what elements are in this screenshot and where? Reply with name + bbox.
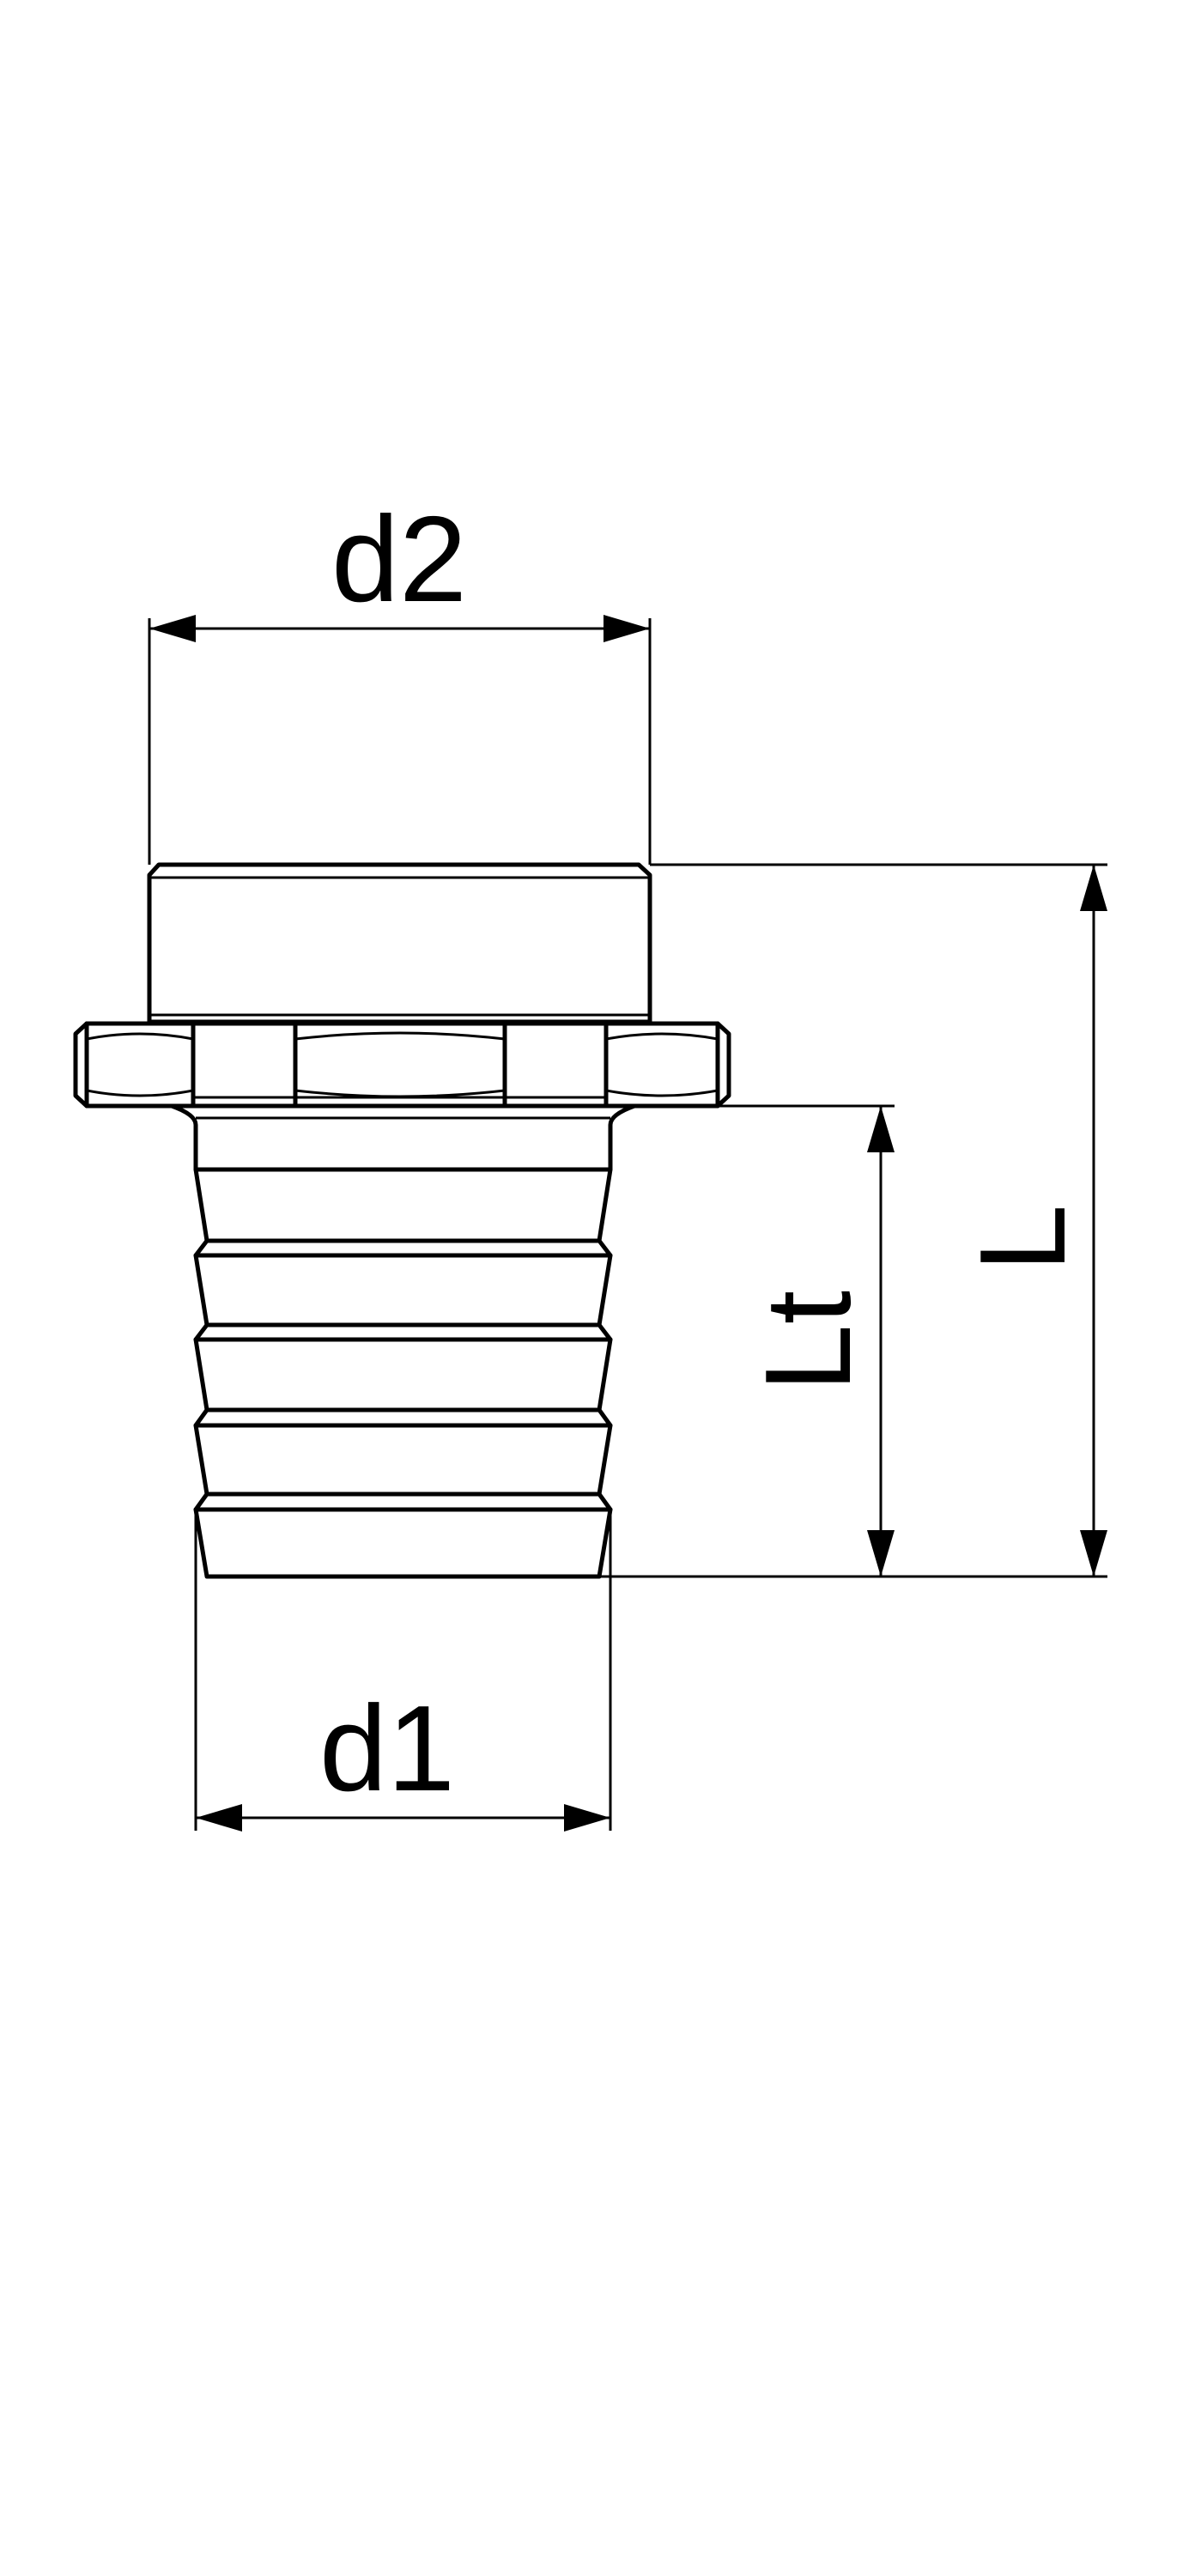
arrowhead	[196, 1804, 242, 1832]
dimension-label-d2: d2	[331, 491, 467, 628]
dimension-label-d1: d1	[319, 1680, 455, 1817]
dimension-label-Lt: Lt	[740, 1291, 876, 1392]
dimension-label-L: L	[955, 1205, 1091, 1273]
arrowhead	[1080, 1530, 1107, 1577]
dimension-d2: d2	[148, 491, 652, 865]
arrowhead	[1080, 865, 1107, 911]
arrowhead	[564, 1804, 610, 1832]
dimension-d1: d1	[194, 1510, 612, 1832]
hose-barb	[169, 1103, 637, 1579]
thread-section	[147, 862, 652, 1024]
arrowhead	[867, 1106, 895, 1152]
hex-nut	[73, 1021, 731, 1109]
dimension-L: L	[599, 863, 1107, 1578]
arrowhead	[867, 1530, 895, 1577]
arrowhead	[149, 615, 196, 642]
arrowhead	[604, 615, 650, 642]
dimension-Lt: Lt	[718, 1104, 895, 1577]
